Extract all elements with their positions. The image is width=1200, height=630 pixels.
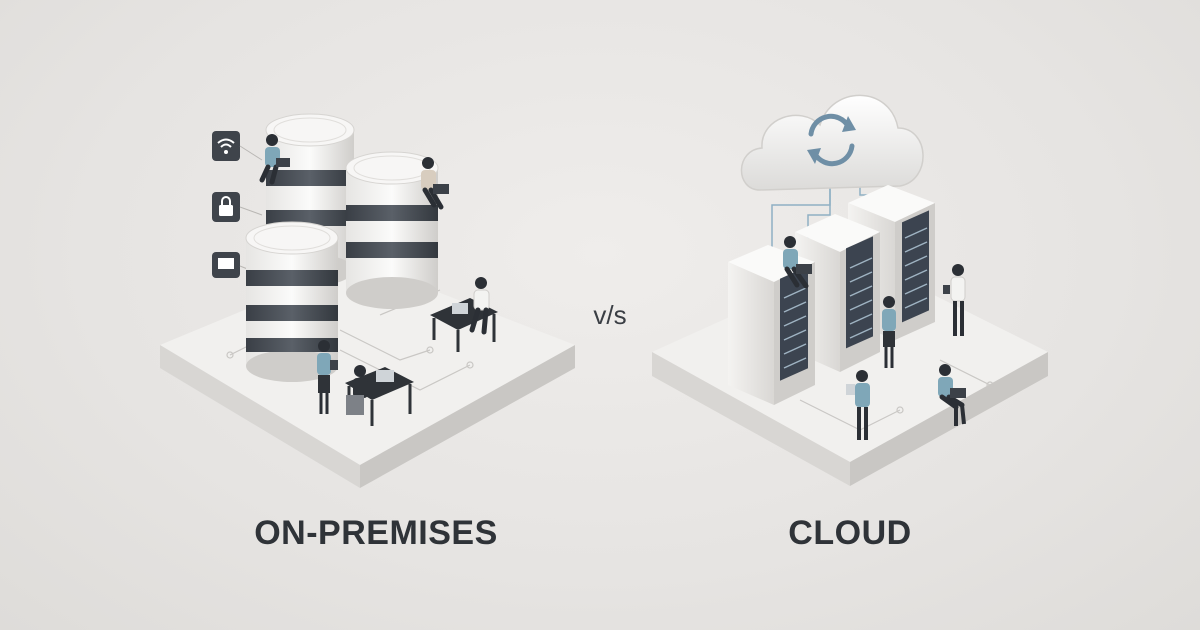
wifi-icon (212, 131, 263, 161)
cloud-sync-icon (740, 94, 924, 191)
monitor-icon (212, 252, 251, 278)
lock-icon (212, 192, 263, 222)
person-standing-middle (882, 296, 896, 368)
desk-workstation-back (430, 277, 498, 352)
person-on-database-left (259, 134, 290, 185)
cloud-scene (652, 94, 1048, 486)
person-on-database-right (421, 157, 449, 210)
rack-status-lights (783, 227, 928, 369)
cloud-title: CLOUD (788, 514, 912, 552)
person-standing-right (943, 264, 966, 336)
database-cylinder-front (245, 221, 339, 382)
on-premises-title: ON-PREMISES (254, 514, 498, 552)
versus-separator: v/s (593, 300, 627, 330)
person-on-server-rack (783, 236, 812, 289)
on-premises-scene (160, 113, 575, 488)
desk-workstation-front (345, 365, 414, 426)
person-standing-tablet (317, 340, 338, 414)
person-sitting-laptop (938, 364, 966, 426)
person-standing-front (846, 370, 870, 440)
